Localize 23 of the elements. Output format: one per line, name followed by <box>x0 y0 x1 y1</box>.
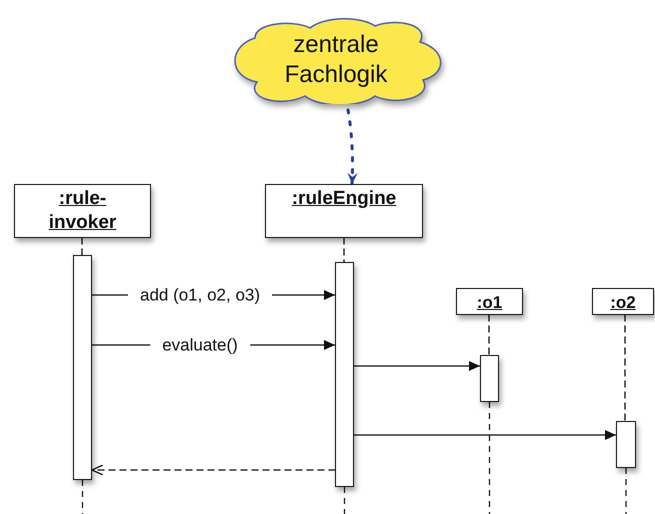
activation-bar <box>73 255 92 480</box>
arrow <box>353 361 481 371</box>
lifeline <box>81 237 83 256</box>
arrow <box>91 464 336 476</box>
object-name: :o2 <box>610 292 636 314</box>
object-head <box>14 184 151 238</box>
edge-label: evaluate() <box>150 336 250 354</box>
lifeline <box>343 237 345 263</box>
lifeline <box>624 314 626 422</box>
activation-bar <box>335 262 354 487</box>
object-head <box>265 184 423 238</box>
object-name: :ruleEngine <box>292 187 396 211</box>
activation-bar <box>616 421 636 468</box>
cloud-text: zentrale Fachlogik <box>284 30 388 90</box>
arrow <box>353 430 617 440</box>
edge-label: add (o1, o2, o3) <box>128 286 272 304</box>
object-name: :o1 <box>476 292 502 314</box>
arrow <box>346 108 358 186</box>
object-name: :rule- invoker <box>48 187 118 235</box>
activation-bar <box>480 355 499 402</box>
object-head <box>592 288 654 315</box>
object-head <box>456 288 523 315</box>
lifeline <box>488 314 490 356</box>
